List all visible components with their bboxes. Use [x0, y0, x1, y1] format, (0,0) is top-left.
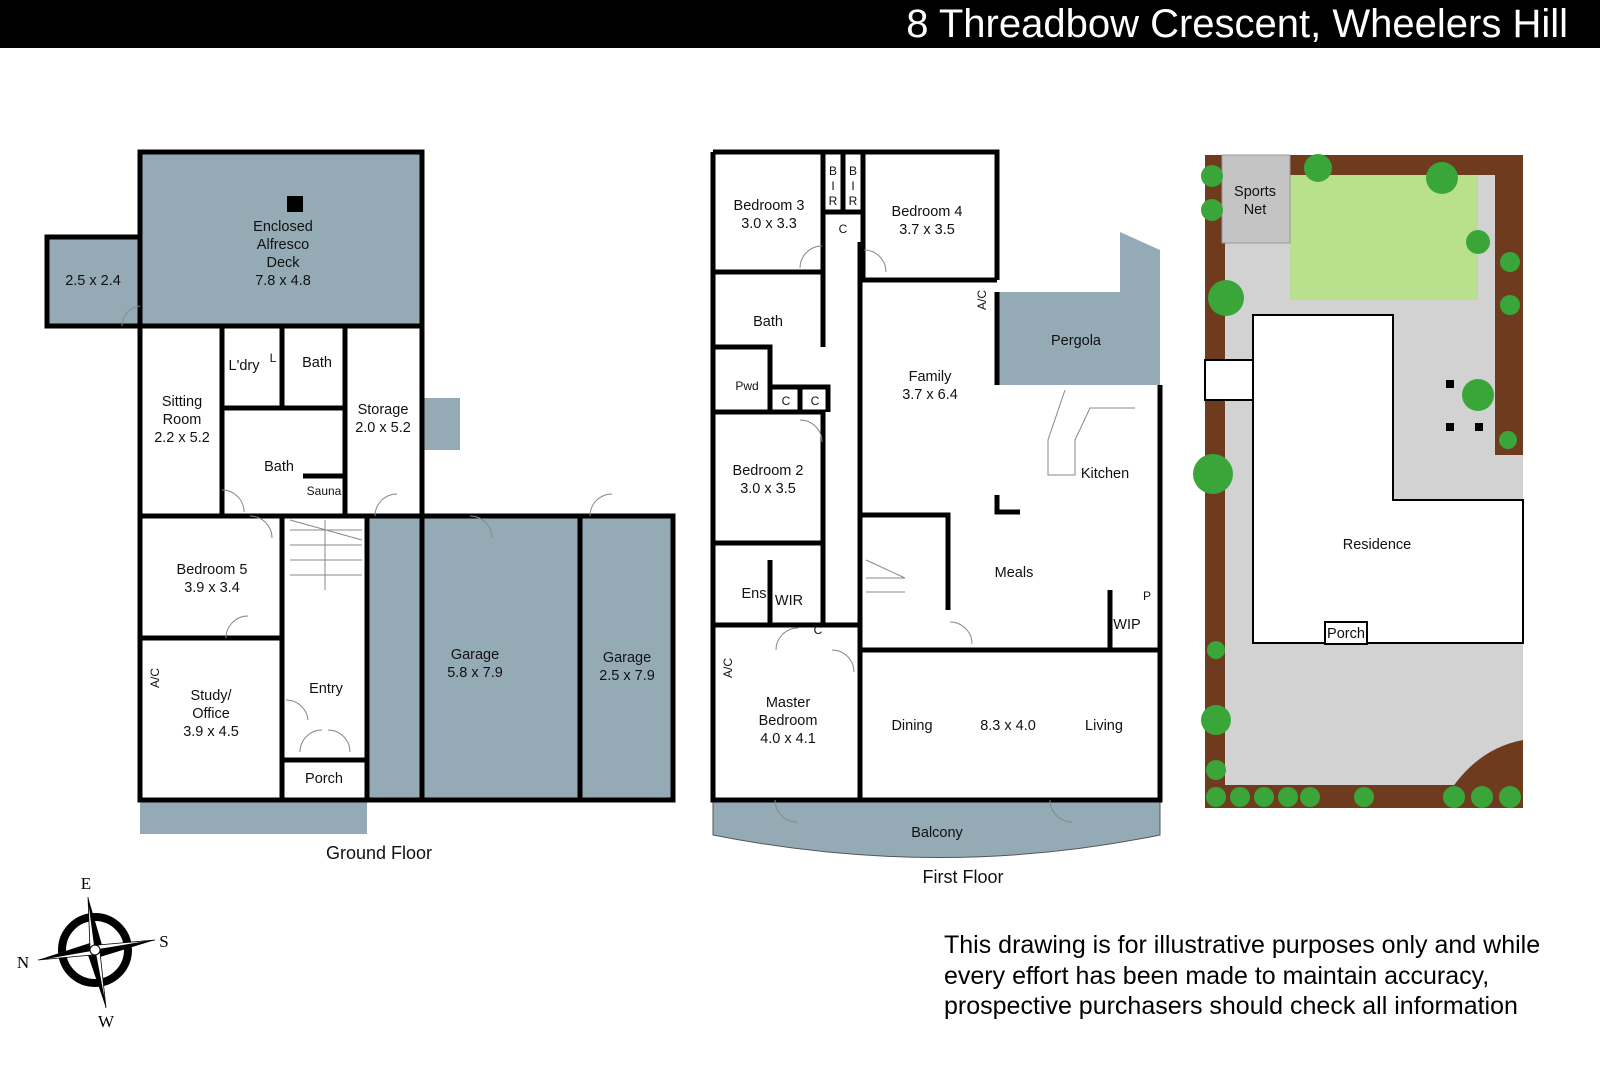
- pergola-area: [997, 292, 1160, 385]
- disclaimer: This drawing is for illustrative purpose…: [944, 930, 1540, 1022]
- site-porch: [1324, 621, 1368, 645]
- posts: [1446, 380, 1483, 431]
- cupboard-1: C: [839, 222, 848, 236]
- room-powder: Pwd: [735, 379, 758, 393]
- room-bath: Bath: [753, 314, 783, 330]
- ground-door-swings: [121, 305, 613, 753]
- garage-2-area: [580, 516, 673, 800]
- cupboard-4: C: [814, 623, 823, 637]
- residence-outline: [1204, 314, 1524, 644]
- room-bath-upper: Bath: [302, 355, 332, 371]
- title-bar: 8 Threadbow Crescent, Wheelers Hill: [0, 0, 1600, 48]
- room-wip: WIP: [1113, 617, 1140, 633]
- compass-ring: [58, 913, 132, 987]
- room-wir: WIR: [775, 593, 803, 609]
- pantry: P: [1143, 589, 1151, 603]
- room-meals: Meals: [995, 565, 1034, 581]
- side-area: [47, 237, 140, 326]
- room-kitchen: Kitchen: [1081, 466, 1129, 482]
- first-door-swings: [774, 245, 1073, 823]
- side-step: [422, 398, 460, 450]
- pillar: [287, 196, 303, 212]
- property-title: 8 Threadbow Crescent, Wheelers Hill: [906, 2, 1568, 46]
- disclaimer-line: every effort has been made to maintain a…: [944, 961, 1490, 990]
- disclaimer-line: prospective purchasers should check all …: [944, 992, 1518, 1020]
- lawn: [1290, 175, 1478, 300]
- disclaimer-line: This drawing is for illustrative purpose…: [944, 931, 1541, 959]
- first-floor-label: First Floor: [923, 867, 1004, 887]
- room-dining: Dining: [891, 718, 932, 734]
- front-strip: [140, 800, 367, 834]
- compass-center: [89, 944, 101, 956]
- alfresco-deck-area: [140, 152, 422, 326]
- compass-w: W: [98, 1012, 115, 1031]
- pergola-stairs: [1120, 232, 1160, 292]
- ground-stairs: [289, 519, 363, 590]
- side-wall: [44, 234, 143, 329]
- room-balcony: Balcony: [911, 825, 963, 841]
- room-bath-lower: Bath: [264, 459, 294, 475]
- room-sauna: Sauna: [307, 484, 342, 498]
- room-laundry: L'dry: [229, 358, 261, 374]
- ground-interior-walls: [140, 323, 676, 803]
- balcony-area: [712, 799, 1161, 858]
- master-ac: A/C: [721, 658, 735, 678]
- site-porch-label: Porch: [1327, 626, 1365, 642]
- compass-e: E: [81, 874, 91, 893]
- study-ac: A/C: [148, 668, 162, 688]
- site-residence: Residence: [1343, 537, 1412, 553]
- sports-net-area: [1221, 154, 1291, 244]
- compass-s: S: [159, 932, 168, 951]
- room-living: Living: [1085, 718, 1123, 734]
- cupboard-2: C: [782, 394, 791, 408]
- room-porch: Porch: [305, 771, 343, 787]
- ground-floor-label: Ground Floor: [326, 843, 432, 863]
- dining-living-size: 8.3 x 4.0: [980, 718, 1036, 734]
- compass-arrows: [38, 897, 155, 1008]
- laundry-l: L: [270, 351, 277, 365]
- cupboard-3: C: [811, 394, 820, 408]
- trees: [1193, 154, 1521, 808]
- room-entry: Entry: [309, 681, 344, 697]
- first-floor-walls: [710, 149, 1163, 803]
- kitchen-bench: [865, 389, 1135, 593]
- room-ensuite: Ens: [742, 586, 767, 602]
- garage-1-area: [367, 516, 580, 800]
- compass-n: N: [17, 953, 29, 972]
- room-pergola: Pergola: [1051, 333, 1102, 349]
- family-ac: A/C: [975, 290, 989, 310]
- compass-rose: E S W N: [17, 874, 169, 1031]
- room-side-area: 2.5 x 2.4: [65, 273, 121, 289]
